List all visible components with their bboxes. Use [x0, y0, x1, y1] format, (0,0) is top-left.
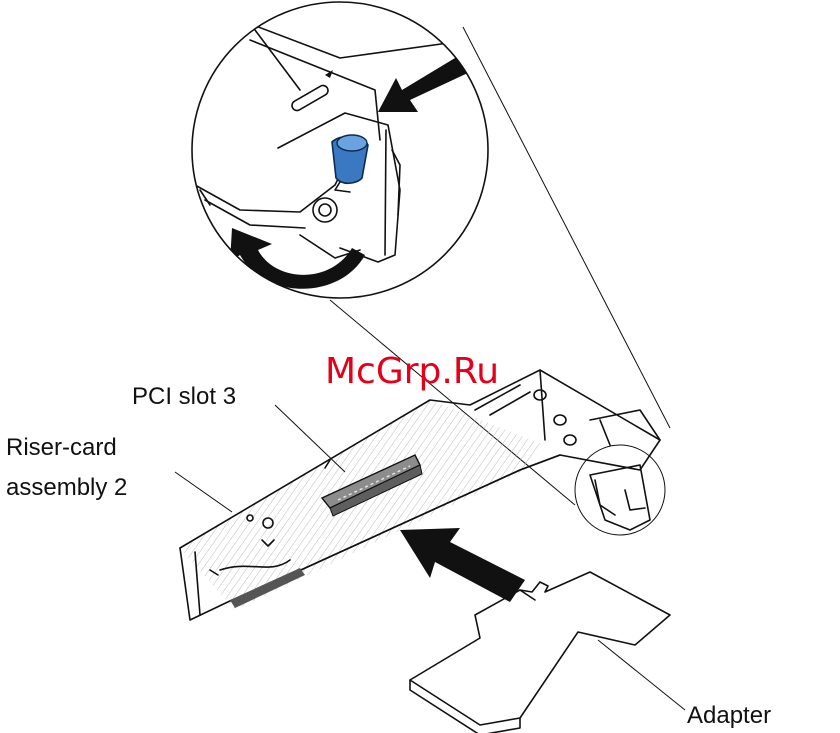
riser-card-label-line1: Riser-card	[6, 434, 117, 461]
riser-card-assembly	[180, 370, 665, 620]
riser-card-label-line2: assembly 2	[6, 474, 127, 501]
adapter-card	[410, 572, 670, 733]
pci-slot-label: PCI slot 3	[132, 383, 236, 410]
insert-arrow-icon	[400, 528, 525, 602]
watermark: McGrp.Ru	[325, 351, 499, 392]
zoom-detail-circle	[192, 2, 488, 298]
adapter-label: Adapter	[687, 702, 771, 729]
